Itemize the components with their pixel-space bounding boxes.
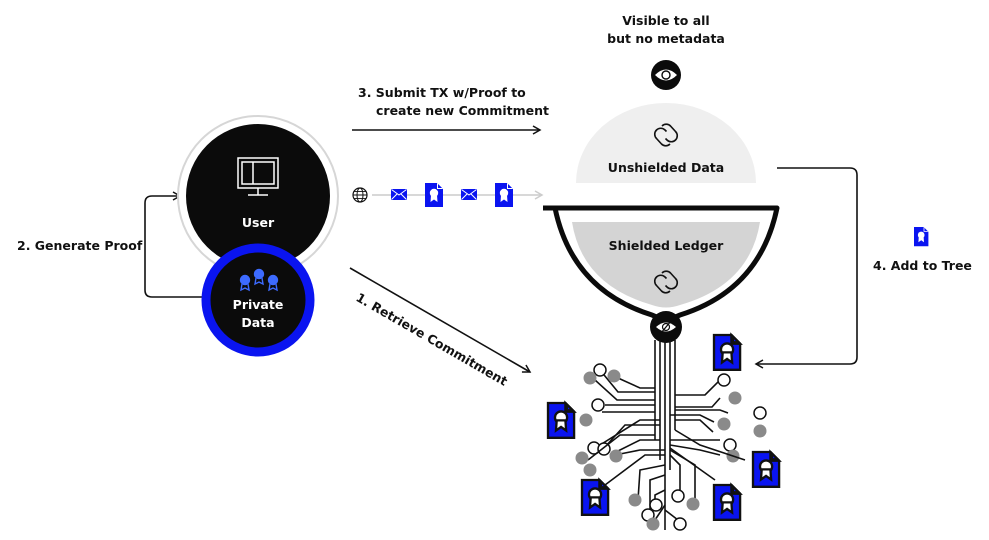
tree-branch — [609, 439, 660, 456]
certificate-doc-icon — [751, 450, 781, 488]
tree-filled-node — [686, 497, 700, 511]
tree-filled-node — [717, 417, 731, 431]
shielded-ledger-area — [572, 222, 760, 308]
certificate-doc-icon — [580, 478, 610, 516]
unshielded-data-label: Unshielded Data — [608, 160, 724, 175]
envelope-icon — [390, 188, 408, 201]
tree-branch — [637, 464, 666, 501]
tree-branch — [669, 444, 721, 456]
tree-branch — [670, 414, 715, 423]
globe-icon — [352, 187, 368, 203]
eye-slash-icon — [650, 311, 682, 343]
step3-label-line2: create new Commitment — [376, 103, 549, 118]
step4-connector — [754, 167, 858, 369]
certificate-doc-icon — [712, 333, 742, 371]
envelope-icon — [460, 188, 478, 201]
tree-branch — [587, 434, 655, 461]
tree-branch — [669, 447, 716, 481]
tree-branch — [604, 454, 665, 486]
certificate-doc-icon — [495, 183, 513, 207]
tree-filled-node — [607, 369, 621, 383]
tree-branch — [674, 429, 746, 461]
step2-label: 2. Generate Proof — [17, 238, 143, 253]
private-data-label-line2: Data — [241, 315, 274, 330]
tree-branch — [594, 379, 655, 401]
tree-filled-node — [583, 463, 597, 477]
tree-branch — [664, 509, 679, 521]
tree-leaf-node — [723, 438, 737, 452]
tree-filled-node — [753, 424, 767, 438]
tree-filled-node — [579, 413, 593, 427]
tree-filled-node — [628, 493, 642, 507]
certificate-doc-icon — [425, 183, 443, 207]
tree-branch — [669, 454, 681, 490]
step3-label-line1: 3. Submit TX w/Proof to — [358, 85, 526, 100]
tree-leaf-node — [591, 398, 605, 412]
eye-icon — [651, 60, 681, 90]
certificate-doc-icon — [546, 401, 576, 439]
visibility-note-line1: Visible to all — [622, 13, 709, 28]
tree-branch — [675, 419, 714, 433]
private-data-node[interactable] — [201, 243, 315, 357]
step4-label: 4. Add to Tree — [873, 258, 972, 273]
tree-filled-node — [728, 391, 742, 405]
tree-leaf-node — [673, 517, 687, 531]
tree-filled-node — [646, 517, 660, 531]
tree-leaf-node — [717, 373, 731, 387]
tree-leaf-node — [671, 489, 685, 503]
merkle-tree — [546, 333, 781, 531]
user-node[interactable] — [186, 124, 330, 268]
tree-filled-node — [583, 371, 597, 385]
user-label: User — [242, 215, 275, 230]
tree-branch — [604, 424, 660, 448]
tree-branch — [675, 379, 721, 396]
certificate-doc-icon — [712, 483, 742, 521]
tree-leaf-node — [649, 498, 663, 512]
certificate-doc-icon — [914, 227, 929, 247]
tree-leaf-node — [753, 406, 767, 420]
monitor-icon — [237, 157, 279, 196]
tree-branch — [599, 419, 660, 446]
unshielded-data-area — [576, 103, 756, 183]
visibility-note-line2: but no metadata — [607, 31, 725, 46]
private-data-label-line1: Private — [233, 297, 284, 312]
tree-leaf-node — [593, 363, 607, 377]
tree-branch — [599, 369, 655, 393]
award-badges-icon — [239, 268, 279, 292]
tree-branch — [675, 397, 721, 408]
tree-branch — [654, 504, 666, 521]
tree-filled-node — [575, 451, 589, 465]
step1-label: 1. Retrieve Commitment — [354, 290, 511, 389]
step1-arrow — [349, 267, 532, 373]
tree-branch — [617, 377, 655, 389]
tree-branch — [675, 409, 729, 414]
step2-loop-arrow — [144, 191, 210, 298]
tree-branch — [649, 474, 666, 510]
shielded-ledger-label: Shielded Ledger — [609, 238, 724, 253]
tree-filled-node — [609, 449, 623, 463]
tree-branch — [614, 449, 665, 456]
